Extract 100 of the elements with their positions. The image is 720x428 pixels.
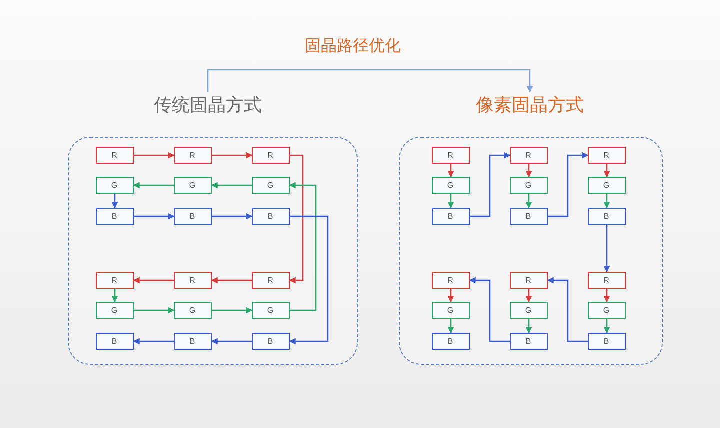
chip-label: B: [112, 212, 118, 220]
arrow: [133, 277, 174, 284]
chip-box: [510, 208, 548, 224]
chip-label: B: [448, 336, 454, 346]
chip-label: B: [448, 212, 454, 220]
chip-label: G: [525, 306, 532, 314]
chip-label: R: [268, 150, 274, 160]
arrow: [134, 152, 175, 159]
arrow: [547, 277, 588, 342]
chip-box: [432, 146, 470, 164]
dashed-group-frame: [399, 137, 663, 365]
chip-box: [588, 302, 626, 318]
chip-box: [252, 272, 290, 288]
chip-box: [96, 302, 134, 318]
chip-label: G: [447, 306, 454, 314]
arrow: [211, 277, 252, 284]
chip-box: [96, 208, 134, 224]
chip-box: [252, 332, 290, 350]
chip-label: G: [447, 180, 454, 190]
arrow: [112, 289, 118, 303]
chip-label: R: [448, 276, 454, 284]
arrow: [211, 182, 252, 189]
arrow: [604, 289, 610, 303]
arrow: [526, 164, 532, 178]
chip-box: [432, 176, 470, 194]
chip-box: [174, 176, 212, 194]
chip-box: [174, 272, 212, 288]
chip-label: B: [604, 336, 610, 346]
chip-box: [96, 146, 134, 164]
chip-box: [96, 332, 134, 350]
arrow: [289, 182, 317, 312]
chip-box: [510, 302, 548, 318]
arrow: [526, 319, 532, 334]
chip-label: R: [190, 276, 196, 284]
chip-box: [252, 302, 290, 318]
arrow: [448, 289, 454, 303]
chip-box: [252, 146, 290, 164]
arrow: [289, 154, 304, 284]
chip-label: B: [526, 212, 532, 220]
arrow: [133, 182, 174, 189]
chip-box: [510, 176, 548, 194]
chip-box: [174, 208, 212, 224]
chip-label: G: [111, 180, 118, 190]
chip-box: [174, 146, 212, 164]
chip-label: R: [604, 276, 610, 284]
chip-label: R: [526, 276, 532, 284]
chip-box: [432, 332, 470, 350]
arrow: [133, 338, 174, 345]
arrow: [526, 194, 532, 209]
chip-label: G: [267, 180, 274, 190]
arrow: [526, 289, 532, 303]
arrow: [448, 164, 454, 178]
chip-box: [432, 302, 470, 318]
arrow: [604, 194, 610, 209]
arrow: [211, 338, 252, 345]
arrow: [207, 69, 534, 93]
chip-label: R: [112, 276, 118, 284]
arrow: [604, 225, 610, 273]
chip-label: G: [111, 306, 118, 314]
chip-label: R: [448, 150, 454, 160]
chip-box: [588, 272, 626, 288]
arrow: [134, 307, 175, 314]
chip-box: [510, 272, 548, 288]
arrow: [548, 152, 589, 218]
chip-label: B: [112, 336, 118, 346]
arrow: [448, 194, 454, 209]
chip-box: [174, 332, 212, 350]
arrow: [469, 277, 510, 342]
chip-label: G: [525, 180, 532, 190]
chip-box: [96, 272, 134, 288]
arrow: [212, 213, 253, 220]
heading-text: 像素固晶方式: [460, 92, 600, 118]
chip-box: [432, 208, 470, 224]
chip-box: [588, 332, 626, 350]
chip-label: G: [267, 306, 274, 314]
chip-box: [588, 208, 626, 224]
arrow: [212, 307, 253, 314]
arrow: [289, 216, 329, 345]
arrow: [134, 213, 175, 220]
chip-label: R: [526, 150, 532, 160]
chip-label: R: [604, 150, 610, 160]
chip-label: G: [603, 180, 610, 190]
chip-box: [588, 146, 626, 164]
arrow: [604, 319, 610, 334]
chip-label: B: [268, 336, 274, 346]
chip-box: [510, 332, 548, 350]
chip-box: [174, 302, 212, 318]
chip-label: G: [189, 180, 196, 190]
chip-label: G: [603, 306, 610, 314]
chip-label: R: [112, 150, 118, 160]
heading-text: 传统固晶方式: [138, 92, 278, 118]
chip-box: [252, 176, 290, 194]
chip-box: [588, 176, 626, 194]
chip-box: [96, 176, 134, 194]
chip-label: B: [190, 212, 196, 220]
dashed-group-frame: [68, 137, 358, 365]
chip-box: [510, 146, 548, 164]
chip-label: B: [190, 336, 196, 346]
chip-label: B: [526, 336, 532, 346]
arrow: [212, 152, 253, 159]
